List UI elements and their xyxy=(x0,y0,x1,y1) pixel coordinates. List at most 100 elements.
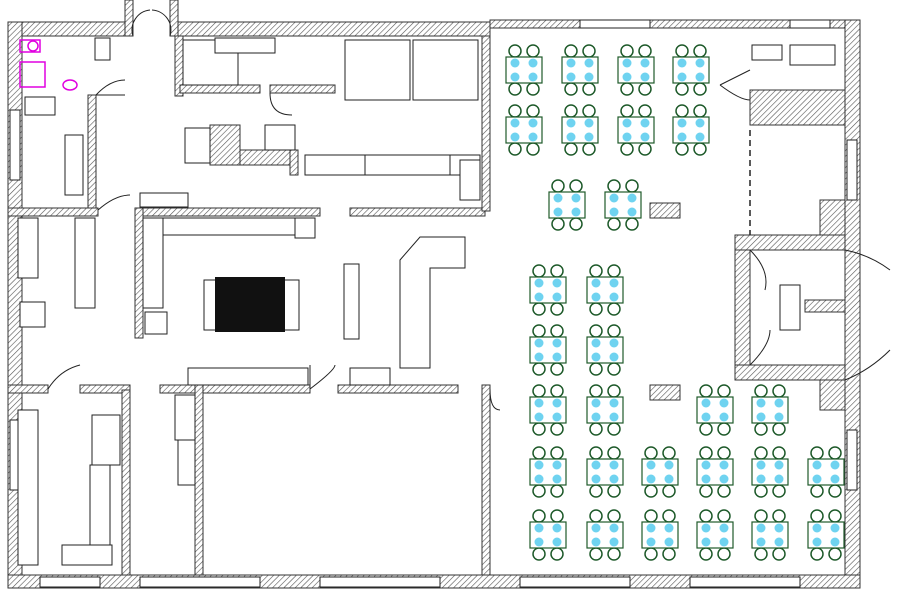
seat xyxy=(534,460,544,470)
chair xyxy=(589,484,603,498)
chair xyxy=(693,44,707,58)
kitchen-fixtures xyxy=(17,37,836,566)
chair xyxy=(625,179,639,193)
chair xyxy=(699,509,713,523)
seat xyxy=(534,352,544,362)
chair xyxy=(550,302,564,316)
chair xyxy=(589,324,603,338)
chair xyxy=(717,484,731,498)
seat xyxy=(719,398,729,408)
seat xyxy=(534,292,544,302)
seat xyxy=(609,338,619,348)
seat xyxy=(622,132,632,142)
seat xyxy=(756,398,766,408)
chair xyxy=(551,179,565,193)
seat xyxy=(664,460,674,470)
seat xyxy=(609,278,619,288)
dining-table xyxy=(751,446,789,498)
chair xyxy=(644,509,658,523)
seat xyxy=(622,58,632,68)
chair xyxy=(662,446,676,460)
seat xyxy=(609,193,619,203)
window-openings xyxy=(9,19,858,588)
seat xyxy=(510,118,520,128)
seat xyxy=(552,352,562,362)
chair xyxy=(607,547,621,561)
seat xyxy=(609,398,619,408)
chair xyxy=(589,302,603,316)
chair xyxy=(532,547,546,561)
seat xyxy=(552,474,562,484)
seat xyxy=(553,207,563,217)
chair xyxy=(550,509,564,523)
chair xyxy=(772,422,786,436)
chair xyxy=(589,446,603,460)
seat xyxy=(534,338,544,348)
chair xyxy=(717,547,731,561)
seat xyxy=(830,523,840,533)
seat xyxy=(534,412,544,422)
seat xyxy=(591,338,601,348)
seat xyxy=(622,118,632,128)
chair xyxy=(532,446,546,460)
chair xyxy=(772,547,786,561)
chair xyxy=(644,484,658,498)
seat xyxy=(609,292,619,302)
seat xyxy=(830,537,840,547)
seat xyxy=(571,207,581,217)
chair xyxy=(532,422,546,436)
chair xyxy=(699,422,713,436)
seat xyxy=(609,412,619,422)
seat xyxy=(719,523,729,533)
seat xyxy=(812,474,822,484)
chair xyxy=(675,44,689,58)
dining-table xyxy=(529,446,567,498)
chair xyxy=(638,82,652,96)
chair xyxy=(810,509,824,523)
seat xyxy=(510,72,520,82)
dining-table xyxy=(586,509,624,561)
seat xyxy=(677,118,687,128)
chair xyxy=(754,547,768,561)
chair xyxy=(644,547,658,561)
seat xyxy=(609,207,619,217)
chair xyxy=(589,384,603,398)
seat xyxy=(701,460,711,470)
chair xyxy=(526,44,540,58)
chair xyxy=(532,324,546,338)
dining-table xyxy=(696,446,734,498)
chair xyxy=(693,82,707,96)
chair xyxy=(582,82,596,96)
dining-table xyxy=(641,509,679,561)
chair xyxy=(699,384,713,398)
seat xyxy=(584,72,594,82)
seat xyxy=(552,278,562,288)
chair xyxy=(550,324,564,338)
chair xyxy=(550,422,564,436)
seat xyxy=(609,460,619,470)
chair xyxy=(754,384,768,398)
chair xyxy=(717,422,731,436)
chair xyxy=(589,509,603,523)
seat xyxy=(591,398,601,408)
chair xyxy=(550,446,564,460)
seat xyxy=(719,537,729,547)
chair xyxy=(564,104,578,118)
dining-table xyxy=(548,179,586,231)
seat xyxy=(591,537,601,547)
chair xyxy=(828,484,842,498)
chair xyxy=(607,509,621,523)
chair xyxy=(828,509,842,523)
seat xyxy=(646,537,656,547)
doors xyxy=(47,9,891,411)
seat xyxy=(756,460,766,470)
dining-table xyxy=(751,509,789,561)
seat xyxy=(701,398,711,408)
chair xyxy=(693,142,707,156)
chair xyxy=(526,82,540,96)
dining-table xyxy=(696,384,734,436)
seat xyxy=(566,132,576,142)
seat xyxy=(640,58,650,68)
chair xyxy=(644,446,658,460)
chair xyxy=(699,484,713,498)
